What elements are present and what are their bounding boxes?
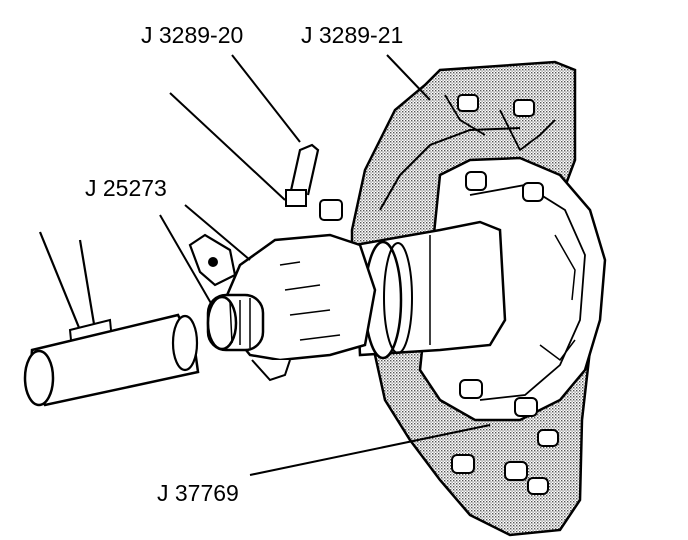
hammer	[23, 231, 200, 407]
fixture-bolts	[451, 94, 559, 495]
drive-handle	[206, 293, 265, 352]
callout-j3289-20: J 3289-20	[141, 22, 244, 48]
leader-lines	[159, 54, 491, 476]
callout-j37769: J 37769	[157, 480, 239, 506]
callout-j25273: J 25273	[85, 175, 167, 201]
callout-j3289-21: J 3289-21	[301, 22, 404, 48]
